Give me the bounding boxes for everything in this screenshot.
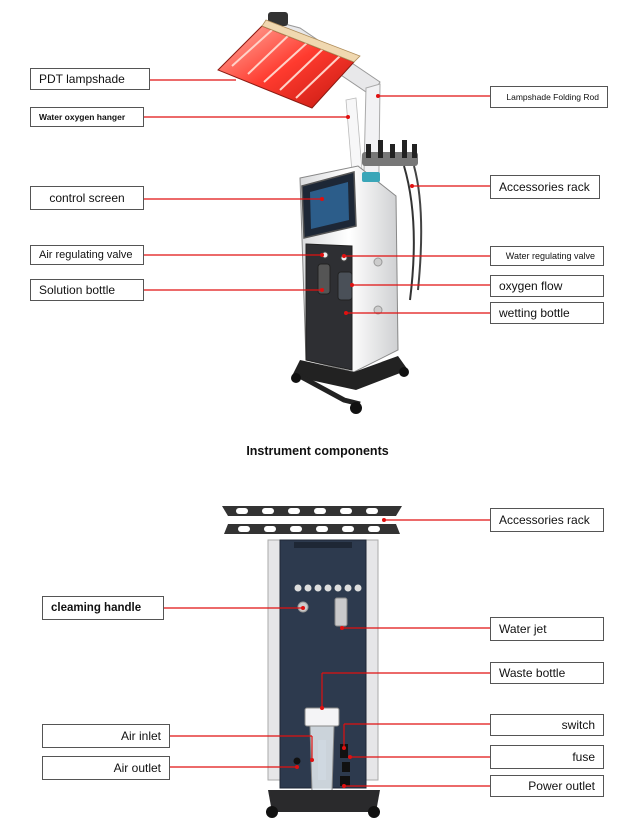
label-control-screen: control screen xyxy=(30,186,144,210)
control-screen-shape xyxy=(301,171,380,239)
label-wetting-bottle: wetting bottle xyxy=(490,302,604,324)
label-lampshade-folding-rod: Lampshade Folding Rod xyxy=(490,86,608,108)
label-waste-bottle: Waste bottle xyxy=(490,662,604,684)
label-accessories-rack-bottom: Accessories rack xyxy=(490,508,604,532)
label-fuse: fuse xyxy=(490,745,604,769)
label-oxygen-flow: oxygen flow xyxy=(490,275,604,297)
pdt-lampshade-shape xyxy=(217,19,361,109)
rear-machine-base xyxy=(266,744,380,818)
front-machine-illustration xyxy=(217,12,423,414)
waste-bottle-shape xyxy=(304,707,340,793)
label-solution-bottle: Solution bottle xyxy=(30,279,144,301)
rear-accessories-rack-shape xyxy=(222,506,402,534)
accessories-rack-shape xyxy=(362,140,423,301)
label-water-oxygen-hanger: Water oxygen hanger xyxy=(30,107,144,127)
label-cleaming-handle: cleaming handle xyxy=(42,596,164,620)
rear-machine-illustration xyxy=(222,506,402,818)
callout-lines xyxy=(144,79,490,788)
label-air-regulating-valve: Air regulating valve xyxy=(30,245,144,265)
label-power-outlet: Power outlet xyxy=(490,775,604,797)
label-air-inlet: Air inlet xyxy=(42,724,170,748)
label-water-regulating-valve: Water regulating valve xyxy=(490,246,604,266)
label-switch: switch xyxy=(490,714,604,736)
front-machine-base xyxy=(291,356,409,414)
label-accessories-rack-top: Accessories rack xyxy=(490,175,600,199)
label-air-outlet: Air outlet xyxy=(42,756,170,780)
label-pdt-lampshade: PDT lampshade xyxy=(30,68,150,90)
label-water-jet: Water jet xyxy=(490,617,604,641)
figure-caption: Instrument components xyxy=(246,444,389,458)
solution-bottle-shape xyxy=(317,263,331,295)
